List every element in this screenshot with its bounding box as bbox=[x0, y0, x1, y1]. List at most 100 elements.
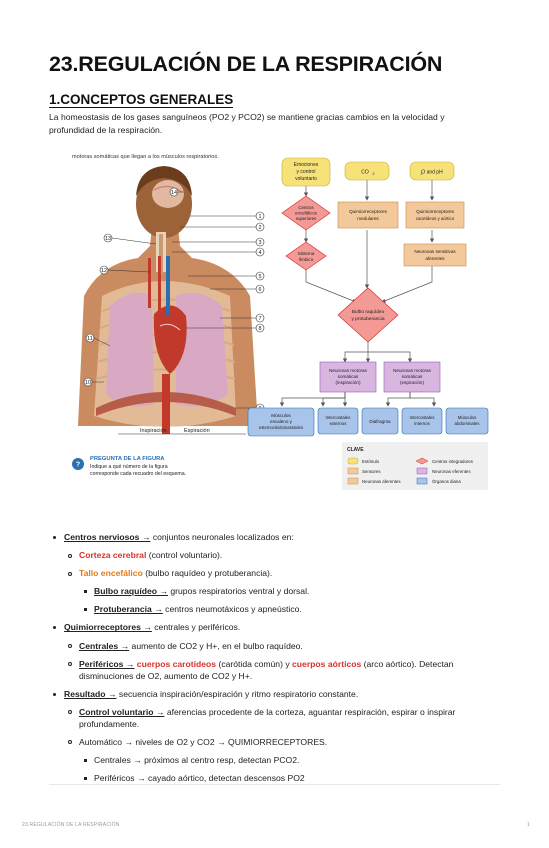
label-12: 12 bbox=[99, 265, 109, 275]
page-title: 23.REGULACIÓN DE LA RESPIRACIÓN bbox=[49, 52, 443, 76]
node-neuronas-sensitivas: Neuronas sensitivas aferentes bbox=[403, 243, 467, 267]
label-5: 5 bbox=[255, 271, 265, 281]
svg-text:Neuronas sensitivas: Neuronas sensitivas bbox=[414, 249, 456, 254]
svg-text:4: 4 bbox=[258, 250, 261, 256]
list-item: Quimiorreceptores → centrales y periféri… bbox=[49, 621, 489, 633]
page-number: 1 bbox=[527, 822, 530, 828]
node-emociones: Emociones y control voluntario bbox=[281, 157, 331, 187]
anatomy-number-labels: 14 1 2 3 4 5 6 7 8 9 10 11 12 13 bbox=[83, 187, 265, 413]
anatomy-illustration bbox=[78, 166, 258, 434]
list-item: Centrales → aumento de CO2 y H+, en el b… bbox=[49, 640, 489, 652]
label-14: 14 bbox=[169, 187, 179, 197]
list-item: Corteza cerebral (control voluntario). bbox=[49, 549, 489, 561]
svg-text:Intercostales: Intercostales bbox=[326, 415, 352, 420]
svg-text:Neuronas eferentes: Neuronas eferentes bbox=[432, 469, 471, 474]
question-title: PREGUNTA DE LA FIGURA bbox=[90, 456, 165, 462]
section-heading: 1.CONCEPTOS GENERALES bbox=[49, 92, 234, 108]
svg-text:Neuronas aferentes: Neuronas aferentes bbox=[362, 479, 401, 484]
flow-diagram: Emociones y control voluntario CO 2 O an… bbox=[247, 157, 489, 437]
svg-text:5: 5 bbox=[258, 274, 261, 280]
node-quimio-medulares: Quimiorreceptores medulares bbox=[337, 201, 399, 229]
node-motoras-inspiracion: Neuronas motoras somáticas (inspiración) bbox=[319, 361, 377, 393]
list-item: Resultado → secuencia inspiración/espira… bbox=[49, 688, 489, 700]
svg-text:Bulbo raquídeo: Bulbo raquídeo bbox=[352, 309, 385, 315]
divider bbox=[49, 784, 500, 785]
figure-caption-top: motoras somáticas que llegan a los múscu… bbox=[72, 154, 219, 160]
label-11: 11 bbox=[85, 333, 95, 343]
node-musculos-escaleno: Músculos escaleno y esternocleidomastoid… bbox=[247, 407, 315, 437]
svg-text:Centros: Centros bbox=[298, 205, 314, 210]
svg-text:voluntario: voluntario bbox=[295, 176, 317, 182]
concept-list: Centros nerviosos → conjuntos neuronales… bbox=[49, 531, 489, 790]
svg-text:13: 13 bbox=[105, 236, 111, 242]
svg-text:2: 2 bbox=[258, 225, 261, 231]
footer-title: 23.REGULACIÓN DE LA RESPIRACIÓN bbox=[22, 822, 120, 828]
question-line-2: corresponde cada recuadro del esquema. bbox=[90, 471, 186, 477]
list-item: Periféricos → cuerpos carotídeos (caróti… bbox=[49, 658, 489, 682]
svg-text:10: 10 bbox=[85, 380, 91, 386]
label-7: 7 bbox=[255, 313, 265, 323]
inspiration-label: Inspiración bbox=[140, 428, 167, 434]
section-heading-text: 1.CONCEPTOS GENERALES bbox=[49, 92, 234, 108]
svg-text:internos: internos bbox=[414, 421, 430, 426]
node-intercostales-internos: Intercostales internos bbox=[401, 407, 443, 435]
svg-text:Emociones: Emociones bbox=[294, 162, 319, 168]
svg-text:1: 1 bbox=[258, 214, 261, 220]
node-quimio-carotideos: Quimiorreceptores carotídeos y aórtico bbox=[405, 201, 465, 229]
svg-text:Estímulo: Estímulo bbox=[362, 459, 380, 464]
question-line-1: Indique a qué número de la figura bbox=[90, 464, 168, 470]
svg-text:Neuronas motoras: Neuronas motoras bbox=[329, 368, 367, 373]
svg-text:medulares: medulares bbox=[357, 216, 379, 221]
list-item: Centros nerviosos → conjuntos neuronales… bbox=[49, 531, 489, 543]
svg-text:somáticas: somáticas bbox=[338, 374, 359, 379]
svg-text:Sistema: Sistema bbox=[298, 251, 315, 256]
svg-text:(espiración): (espiración) bbox=[400, 380, 424, 385]
svg-text:Diafragma: Diafragma bbox=[369, 419, 391, 424]
svg-text:Neuronas motoras: Neuronas motoras bbox=[393, 368, 431, 373]
list-item: Centrales → próximos al centro resp, det… bbox=[49, 754, 489, 766]
node-motoras-espiracion: Neuronas motoras somáticas (espiración) bbox=[383, 361, 441, 393]
respiration-figure: motoras somáticas que llegan a los múscu… bbox=[60, 146, 492, 496]
list-item: Bulbo raquídeo → grupos respiratorios ve… bbox=[49, 585, 489, 597]
node-sistema-limbico: Sistema límbico bbox=[285, 241, 327, 271]
svg-text:Quimiorreceptores: Quimiorreceptores bbox=[416, 209, 454, 214]
svg-text:externos: externos bbox=[330, 421, 348, 426]
list-item: Automático → niveles de O2 y CO2 → QUIMI… bbox=[49, 736, 489, 748]
svg-text:O and pH: O and pH bbox=[421, 170, 443, 176]
intro-paragraph: La homeostasis de los gases sanguíneos (… bbox=[49, 112, 445, 135]
svg-text:Quimiorreceptores: Quimiorreceptores bbox=[349, 209, 387, 214]
svg-text:superiores: superiores bbox=[296, 216, 317, 221]
svg-text:y protuberancia: y protuberancia bbox=[351, 316, 384, 322]
node-intercostales-externos: Intercostales externos bbox=[317, 407, 359, 435]
expiration-label: Espiración bbox=[184, 428, 210, 434]
svg-text:Intercostales: Intercostales bbox=[410, 415, 436, 420]
svg-text:carotídeos y aórtico: carotídeos y aórtico bbox=[416, 216, 455, 221]
svg-text:Músculos: Músculos bbox=[458, 415, 477, 420]
svg-text:somáticas: somáticas bbox=[402, 374, 423, 379]
svg-text:7: 7 bbox=[258, 316, 261, 322]
node-musculos-abdominales: Músculos abdominales bbox=[445, 407, 489, 435]
svg-text:Órganos diana: Órganos diana bbox=[432, 479, 461, 484]
label-13: 13 bbox=[103, 233, 113, 243]
list-item: Control voluntario → aferencias proceden… bbox=[49, 706, 489, 730]
legend-title: CLAVE bbox=[347, 447, 364, 453]
label-8: 8 bbox=[255, 323, 265, 333]
svg-text:esternocleidomastoideo: esternocleidomastoideo bbox=[259, 425, 304, 430]
svg-text:14: 14 bbox=[171, 190, 177, 196]
label-1: 1 bbox=[255, 211, 265, 221]
label-4: 4 bbox=[255, 247, 265, 257]
svg-text:escaleno y: escaleno y bbox=[270, 419, 293, 424]
svg-text:Sensores: Sensores bbox=[362, 469, 381, 474]
svg-text:y control: y control bbox=[297, 169, 316, 175]
node-centros-encefalicos: Centros encefálicos superiores bbox=[281, 195, 331, 231]
figure-legend: CLAVE Estímulo Sensores Neuronas aferent… bbox=[342, 442, 488, 490]
node-o2-ph: O and pH 2 bbox=[409, 161, 455, 181]
svg-text:?: ? bbox=[76, 462, 80, 469]
label-3: 3 bbox=[255, 237, 265, 247]
question-icon bbox=[72, 458, 84, 470]
label-6: 6 bbox=[255, 284, 265, 294]
svg-text:aferentes: aferentes bbox=[425, 256, 445, 261]
svg-text:(inspiración): (inspiración) bbox=[335, 380, 360, 385]
figure-svg: motoras somáticas que llegan a los múscu… bbox=[72, 154, 489, 490]
svg-text:11: 11 bbox=[87, 336, 93, 342]
